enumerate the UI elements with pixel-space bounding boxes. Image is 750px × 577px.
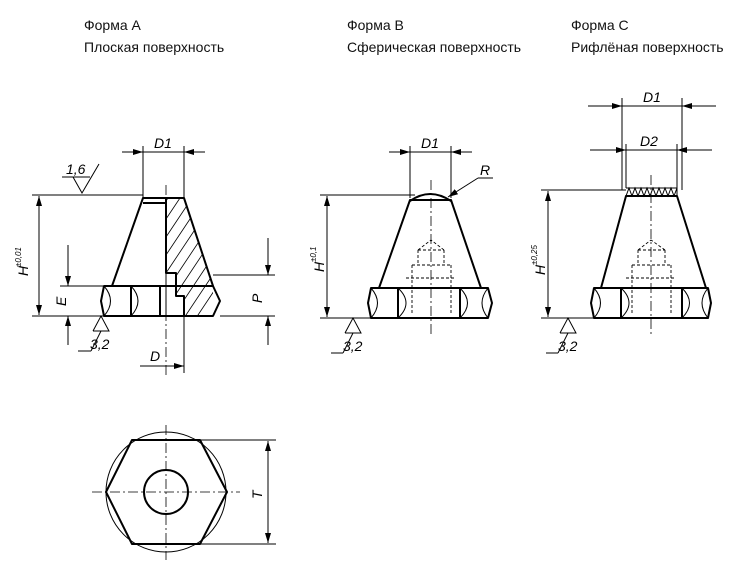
form-a-roughness-bottom-label: 3,2 [90, 336, 110, 352]
form-c-h-label: H [532, 264, 548, 275]
form-a-e-label: E [53, 296, 69, 306]
form-a-hex-nut [100, 285, 221, 317]
form-a-subtitle: Плоская поверхность [84, 39, 225, 55]
form-c-h-tolerance: ±0,25 [530, 244, 539, 265]
form-b-cone-outline [378, 199, 482, 289]
form-c-knurled-top [625, 186, 678, 198]
hex-t-label: T [249, 489, 265, 499]
form-c-caption: Форма C Рифлёная поверхность [571, 16, 724, 57]
form-b-spherical-top [409, 193, 452, 202]
form-a-d-label: D [150, 348, 160, 364]
form-a-roughness-bottom-symbol: 3,2 [78, 314, 110, 352]
hex-top-view: T [92, 425, 276, 560]
form-c-roughness-label: 3,2 [558, 338, 578, 354]
form-c-title: Форма C [571, 17, 629, 33]
form-b-r-label: R [480, 162, 490, 178]
form-c-drawing: D1 D2 H ±0,25 3,2 [530, 89, 716, 354]
form-b-drawing: D1 R H ±0,1 3,2 [309, 135, 493, 354]
form-b-d1-label: D1 [421, 135, 439, 151]
form-c-roughness-symbol: 3,2 [546, 316, 578, 354]
form-c-subtitle: Рифлёная поверхность [571, 39, 724, 55]
form-a-cone-outline [111, 197, 214, 287]
form-a-h-label: H [15, 265, 31, 276]
form-b-roughness-label: 3,2 [343, 338, 363, 354]
form-b-h-label: H [311, 261, 327, 272]
form-a-roughness-top-label: 1,6 [66, 161, 86, 177]
form-b-title: Форма B [347, 17, 404, 33]
form-a-caption: Форма A Плоская поверхность [84, 16, 224, 57]
form-a-d1-label: D1 [154, 135, 172, 151]
form-a-h-tolerance: ±0,01 [14, 247, 23, 267]
form-a-p-label: P [249, 293, 265, 303]
form-b-hex-nut [367, 287, 493, 319]
form-a-title: Форма A [84, 17, 141, 33]
form-b-hidden-stud [406, 239, 456, 315]
form-c-cone-outline [600, 195, 707, 289]
form-a-drawing: D1 H ±0,01 E P D 1,6 [14, 135, 275, 375]
form-b-h-tolerance: ±0,1 [309, 246, 318, 262]
form-b-roughness-symbol: 3,2 [331, 316, 363, 354]
form-a-roughness-top-symbol: 1,6 [62, 161, 100, 195]
form-c-d2-label: D2 [640, 133, 658, 149]
form-c-d1-label: D1 [643, 89, 661, 105]
form-b-caption: Форма B Сферическая поверхность [347, 16, 521, 57]
form-b-subtitle: Сферическая поверхность [347, 39, 522, 55]
